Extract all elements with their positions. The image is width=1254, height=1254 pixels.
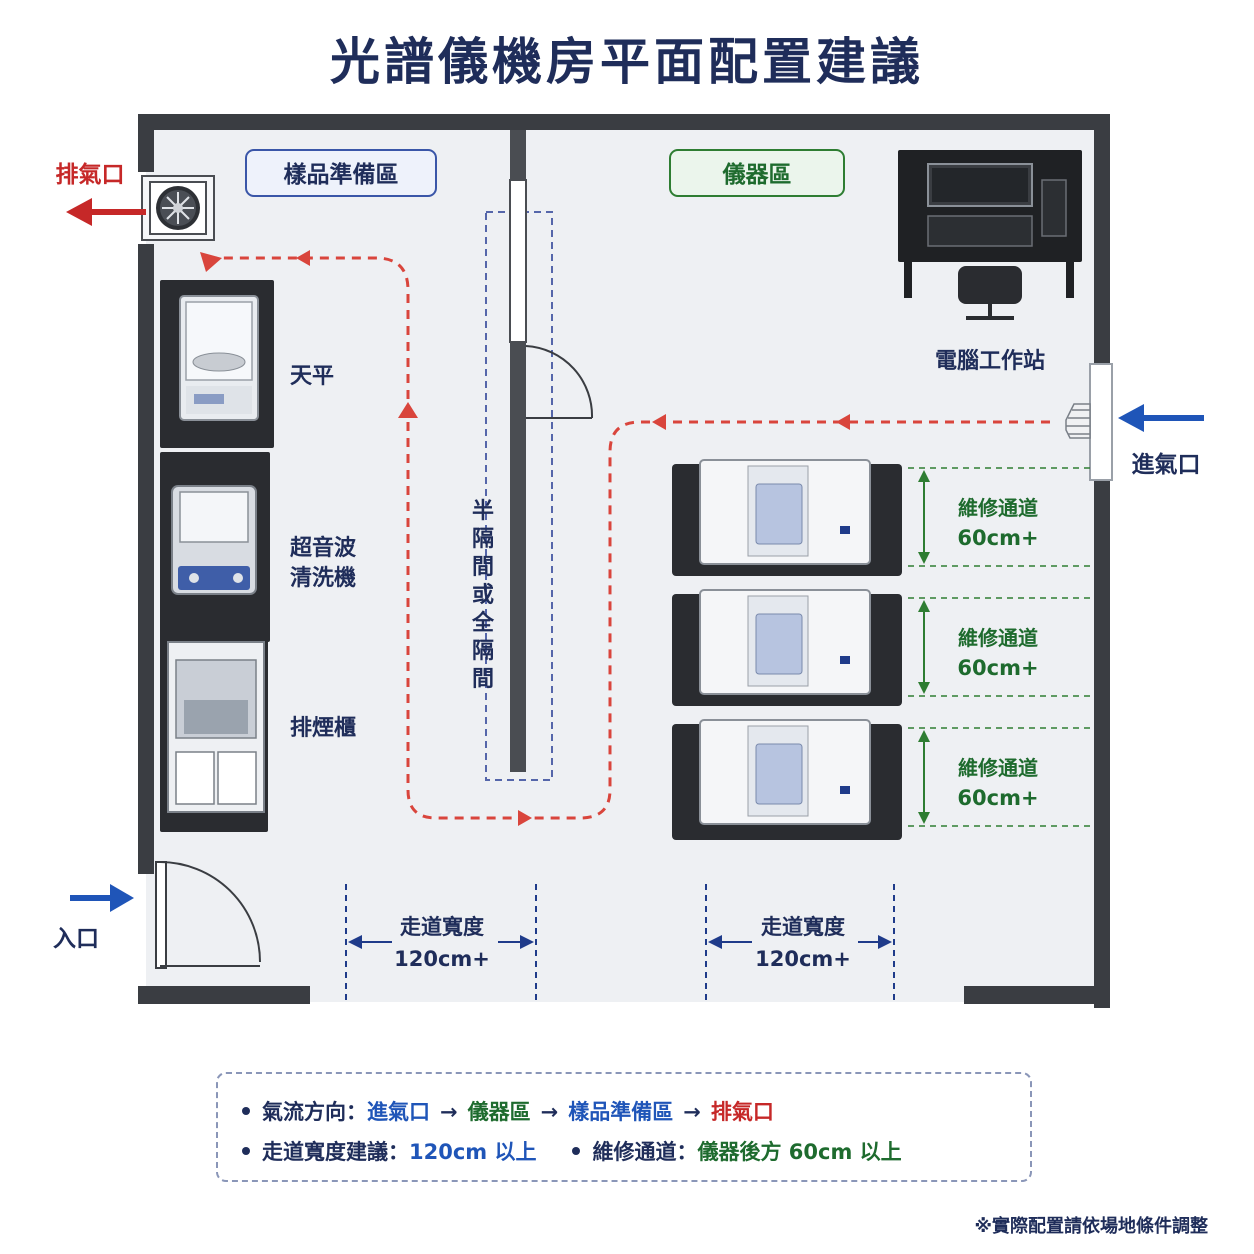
intake-port-label: 進氣口 [1132, 451, 1201, 478]
legend-step-intake: 進氣口 [367, 1100, 430, 1124]
legend-step-instrument: 儀器區 [467, 1100, 531, 1124]
legend-step-sample-prep: 樣品準備區 [568, 1100, 674, 1124]
maintenance-value: 60cm+ [957, 656, 1038, 680]
exhaust-arrow-icon [66, 198, 146, 226]
instrument-zone-badge [669, 149, 845, 197]
exhaust-fan-icon [141, 175, 215, 241]
legend-airflow-row: 氣流方向：進氣口 → 儀器區 → 樣品準備區 → 排氣口 [242, 1096, 774, 1126]
fume-hood-icon [160, 636, 268, 832]
partition-char: 間 [472, 555, 494, 580]
airflow-arrowheads [200, 250, 850, 826]
partition-char: 隔 [472, 527, 494, 552]
instrument-zone-label: 儀器區 [722, 161, 792, 188]
workstation-icon [898, 150, 1082, 320]
maintenance-arrowheads [918, 470, 930, 824]
maintenance-title: 維修通道 [958, 626, 1038, 650]
partition-char: 半 [472, 499, 494, 524]
maintenance-guides [908, 467, 1090, 827]
balance-label: 天平 [290, 364, 334, 389]
balance-icon [160, 280, 274, 448]
maintenance-value: 60cm+ [957, 526, 1038, 550]
entrance-arrow-icon [70, 884, 134, 912]
legend-spacing-row: 走道寬度建議：120cm 以上 維修通道：儀器後方 60cm 以上 [242, 1136, 902, 1166]
workstation-label: 電腦工作站 [935, 349, 1045, 374]
aisle-value: 120cm+ [394, 947, 490, 971]
maintenance-title: 維修通道 [958, 756, 1038, 780]
outer-walls [138, 114, 1110, 1008]
bullet-icon [242, 1147, 250, 1155]
bullet-icon [242, 1107, 250, 1115]
partition-char: 間 [472, 667, 494, 692]
legend-airflow-label: 氣流方向： [262, 1100, 367, 1124]
bullet-icon [572, 1147, 581, 1155]
legend-aisle-label: 走道寬度建議： [262, 1140, 409, 1164]
fume-hood-label: 排煙櫃 [290, 716, 356, 741]
aisle-arrowheads [348, 935, 892, 949]
arrow-right-icon: → [540, 1100, 559, 1124]
airflow-path [210, 256, 1050, 820]
partition-char: 隔 [472, 639, 494, 664]
aisle-title: 走道寬度 [761, 915, 845, 939]
partition-wall [485, 130, 594, 781]
legend-aisle-value: 120cm 以上 [409, 1140, 537, 1164]
page-title: 光譜儀機房平面配置建議 [330, 33, 924, 91]
arrow-right-icon: → [440, 1100, 458, 1124]
spectrometer-1-icon [672, 459, 902, 576]
legend-maint-label: 維修通道： [592, 1140, 698, 1164]
ultrasonic-cleaner-icon [160, 452, 270, 642]
maintenance-title: 維修通道 [958, 496, 1038, 520]
aisle-value: 120cm+ [755, 947, 851, 971]
partition-char: 或 [472, 582, 494, 608]
legend-box: 氣流方向：進氣口 → 儀器區 → 樣品準備區 → 排氣口 走道寬度建議：120cm 以上 維修… [216, 1072, 1032, 1182]
legend-maint-value: 儀器後方 60cm 以上 [697, 1140, 902, 1164]
maintenance-value: 60cm+ [957, 786, 1038, 810]
sample-prep-zone-badge [245, 149, 437, 197]
ultrasonic-label-line1: 超音波 [290, 535, 357, 561]
room-floor [146, 122, 1102, 1002]
spectrometer-2-icon [672, 589, 902, 706]
ultrasonic-label-line2: 清洗機 [290, 565, 356, 591]
entrance-door [155, 861, 261, 969]
sample-prep-zone-label: 樣品準備區 [284, 161, 399, 188]
legend-step-exhaust: 排氣口 [710, 1100, 774, 1124]
intake-vent-icon [1065, 363, 1113, 481]
spectrometer-3-icon [672, 719, 902, 840]
intake-arrow-icon [1118, 404, 1204, 432]
footnote: ※實際配置請依場地條件調整 [974, 1216, 1209, 1237]
aisle-title: 走道寬度 [400, 915, 484, 939]
entrance-label: 入口 [53, 926, 99, 952]
exhaust-port-label: 排氣口 [56, 161, 125, 188]
arrow-right-icon: → [683, 1100, 701, 1124]
partition-char: 全 [471, 610, 495, 636]
